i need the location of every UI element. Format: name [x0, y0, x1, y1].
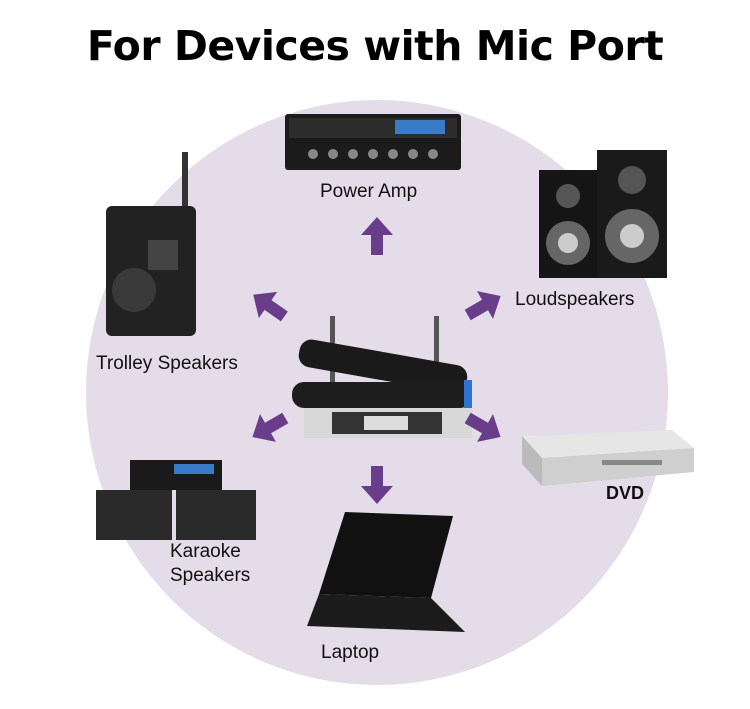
karaoke-speakers-image	[96, 460, 256, 540]
loudspeakers-image	[539, 150, 667, 278]
arrow-down-icon	[361, 466, 393, 504]
arrow-up-left-icon	[253, 291, 288, 322]
arrow-down-right-icon	[464, 412, 501, 442]
laptop-image	[307, 512, 465, 632]
label-karaoke-line1: Karaoke	[170, 541, 241, 562]
label-trolley-speakers: Trolley Speakers	[96, 353, 238, 374]
wireless-mic-receiver-image	[292, 316, 472, 438]
dvd-player-image	[522, 430, 694, 486]
page-title: For Devices with Mic Port	[86, 22, 664, 70]
label-karaoke-line2: Speakers	[170, 565, 251, 586]
arrow-up-right-icon	[464, 291, 501, 321]
label-loudspeakers: Loudspeakers	[515, 289, 635, 310]
label-power-amp: Power Amp	[320, 181, 418, 202]
arrow-down-left-icon	[252, 412, 289, 442]
label-dvd: DVD	[606, 483, 645, 503]
label-karaoke-speakers: Karaoke Speakers	[170, 540, 250, 588]
arrow-up-icon	[361, 217, 393, 255]
power-amp-image	[285, 114, 461, 170]
trolley-speaker-image	[106, 152, 196, 336]
label-laptop: Laptop	[321, 642, 380, 663]
